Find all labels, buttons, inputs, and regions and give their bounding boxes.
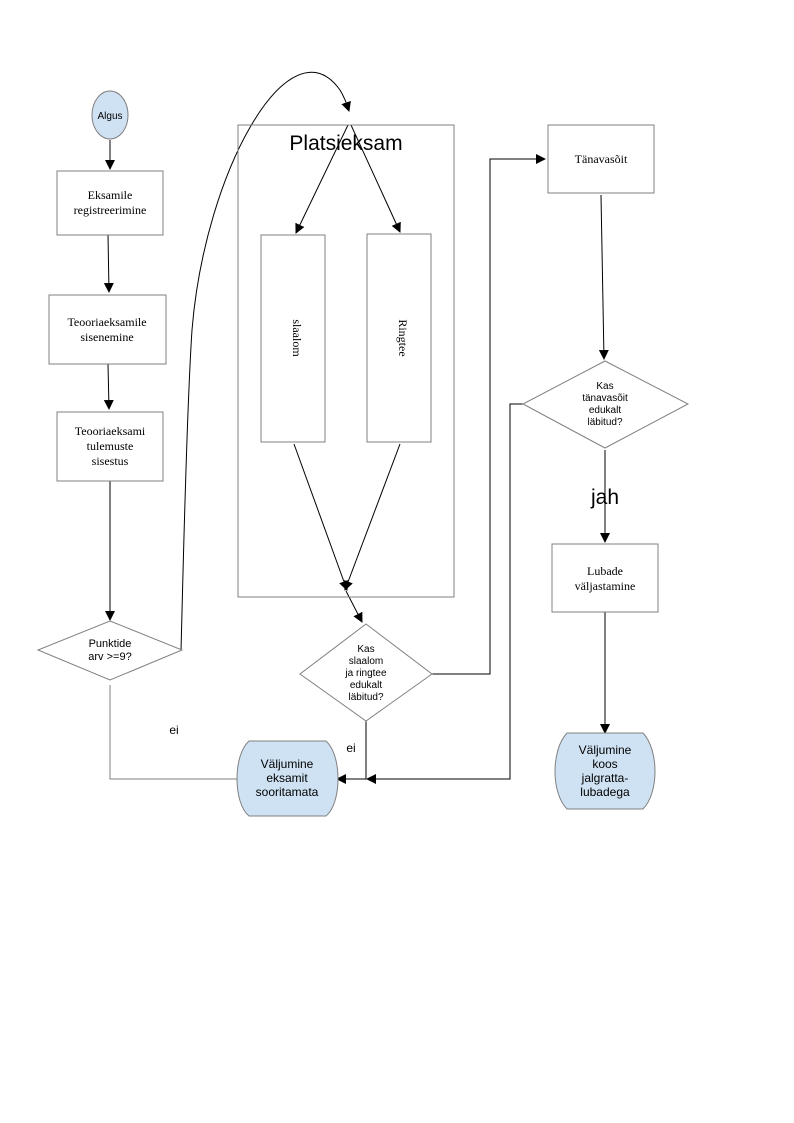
theory-entry-label-line1: Teooriaeksamile [67, 315, 146, 329]
slalom-check-label-line2: slaalom [349, 656, 383, 667]
exit-fail-label-line2: eksamit [266, 771, 308, 785]
start-label: Algus [97, 111, 122, 122]
platsieksam-group: Platsieksam [237, 124, 455, 598]
slalom-check-label-line5: läbitud? [348, 692, 383, 703]
edge-label-slalom-no: ei [346, 741, 355, 755]
register-box [56, 170, 164, 236]
exit-success-shape [554, 732, 656, 810]
start-shape [91, 90, 129, 140]
exit-fail-label-line1: Väljumine [261, 757, 314, 771]
node-street-drive[interactable]: Tänavasõit [547, 124, 655, 194]
edge-label-points-no: ei [169, 723, 178, 737]
points-check-label-line2: arv >=9? [88, 651, 131, 663]
edge-street-no [366, 403, 524, 784]
exit-success-label-line1: Väljumine [579, 743, 632, 757]
slaalom-box [260, 234, 326, 443]
slaalom-label: slaalom [290, 319, 304, 357]
connectors [103, 71, 610, 784]
edge-to-ringtee [350, 124, 401, 233]
slalom-check-label-line4: edukalt [350, 680, 382, 691]
theory-results-label-line2: tulemuste [87, 439, 134, 453]
edge-points-yes [180, 71, 351, 651]
edge-points-no [109, 685, 239, 780]
theory-results-label-line1: Teooriaeksami [75, 424, 146, 438]
node-license-issue[interactable]: Lubade väljastamine [551, 543, 659, 613]
license-issue-label-line2: väljastamine [575, 579, 636, 593]
ringtee-label: Ringtee [396, 319, 410, 356]
node-theory-entry[interactable]: Teooriaeksamile sisenemine [48, 294, 167, 365]
slalom-check-label-line3: ja ringtee [344, 668, 387, 679]
edge-ringtee-merge [343, 443, 401, 591]
ringtee-box [366, 233, 432, 443]
edge-merge-check [345, 590, 363, 623]
node-ringtee[interactable]: Ringtee [366, 233, 432, 443]
exit-success-label-line4: lubadega [580, 785, 630, 799]
theory-entry-label-line2: sisenemine [80, 330, 133, 344]
edge-street-check [598, 194, 609, 360]
register-label-line1: Eksamile [88, 188, 133, 202]
theory-results-label-line3: sisestus [92, 454, 129, 468]
street-check-diamond [521, 360, 690, 449]
node-street-check[interactable]: Kas tänavasõit edukalt läbitud? [521, 360, 690, 449]
node-register[interactable]: Eksamile registreerimine [56, 170, 164, 236]
edge-to-slaalom [295, 124, 349, 234]
platsieksam-title: Platsieksam [289, 132, 402, 155]
node-exit-fail[interactable]: Väljumine eksamit sooritamata [236, 740, 339, 817]
node-points-check[interactable]: Punktide arv >=9? [36, 620, 184, 681]
street-check-label-line3: edukalt [589, 405, 621, 416]
node-theory-results[interactable]: Teooriaeksami tulemuste sisestus [56, 411, 164, 482]
exit-success-label-line3: jalgratta- [581, 771, 629, 785]
edge-slalom-yes [431, 154, 546, 675]
platsieksam-frame [237, 124, 455, 598]
street-check-label-line4: läbitud? [587, 417, 622, 428]
license-issue-label-line1: Lubade [587, 564, 623, 578]
register-label-line2: registreerimine [74, 203, 147, 217]
street-drive-box [547, 124, 655, 194]
theory-results-box [56, 411, 164, 482]
exit-fail-shape [236, 740, 339, 817]
edge-register-theory-entry [103, 234, 114, 293]
node-start[interactable]: Algus [91, 90, 129, 140]
edge-slaalom-merge [293, 443, 349, 591]
street-check-label-line1: Kas [596, 381, 613, 392]
edge-theory-entry-results [103, 363, 114, 410]
edge-label-street-yes: jah [590, 486, 619, 509]
node-slalom-check[interactable]: Kas slaalom ja ringtee edukalt läbitud? [299, 623, 433, 722]
exit-success-label-line2: koos [592, 757, 617, 771]
slalom-check-label-line1: Kas [357, 644, 374, 655]
node-slaalom[interactable]: slaalom [260, 234, 326, 443]
points-check-diamond [36, 620, 184, 681]
points-check-label-line1: Punktide [89, 638, 132, 650]
license-issue-box [551, 543, 659, 613]
street-drive-label: Tänavasõit [575, 152, 628, 166]
node-exit-success[interactable]: Väljumine koos jalgratta- lubadega [554, 732, 656, 810]
street-check-label-line2: tänavasõit [582, 393, 628, 404]
slalom-check-diamond [299, 623, 433, 722]
exit-fail-label-line3: sooritamata [256, 785, 319, 799]
theory-entry-box [48, 294, 167, 365]
